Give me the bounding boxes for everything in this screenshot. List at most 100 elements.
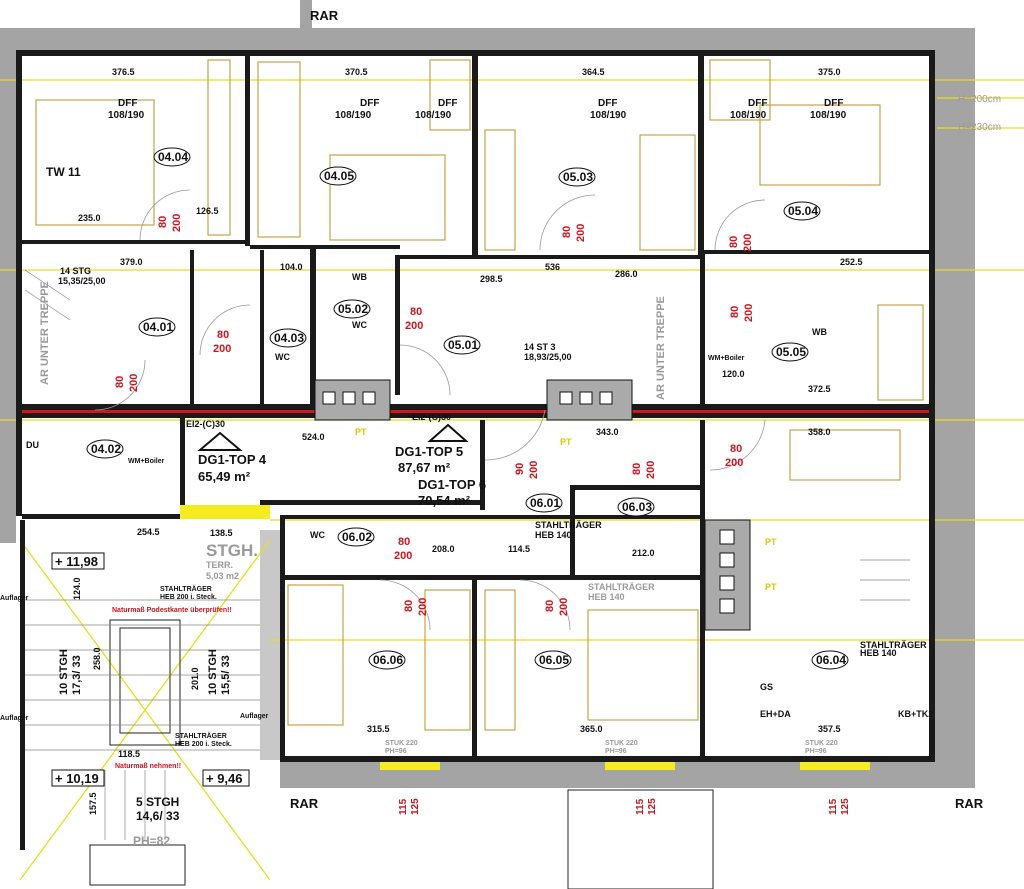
svg-text:80: 80 — [544, 600, 556, 612]
svg-text:WC: WC — [310, 530, 325, 540]
svg-text:HEB 200 i. Steck.: HEB 200 i. Steck. — [160, 594, 217, 601]
svg-text:200: 200 — [743, 304, 755, 322]
existing-walls — [0, 0, 975, 788]
rar-label-top: RAR — [310, 8, 339, 23]
svg-text:PH=96: PH=96 — [805, 748, 827, 755]
room-05-02: 05.02 — [333, 299, 371, 319]
svg-text:DFF: DFF — [824, 98, 843, 109]
svg-text:80: 80 — [410, 306, 422, 318]
svg-text:HEB 140: HEB 140 — [535, 530, 572, 540]
svg-text:126.5: 126.5 — [196, 206, 219, 216]
svg-text:120.0: 120.0 — [722, 369, 745, 379]
svg-text:208.0: 208.0 — [432, 544, 455, 554]
svg-text:TW 11: TW 11 — [46, 165, 81, 179]
svg-text:STUK 220: STUK 220 — [805, 740, 838, 747]
svg-text:05.04: 05.04 — [788, 204, 818, 218]
svg-text:200: 200 — [575, 224, 587, 242]
unit-name-top4: DG1-TOP 4 — [198, 452, 267, 467]
svg-text:80: 80 — [728, 236, 740, 248]
room-04-05: 04.05 — [319, 166, 357, 186]
svg-text:124.0: 124.0 — [72, 577, 82, 600]
room-06-05: 06.05 — [534, 650, 572, 670]
svg-text:200: 200 — [417, 598, 429, 616]
svg-text:04.02: 04.02 — [91, 442, 121, 456]
svg-text:80: 80 — [217, 329, 229, 341]
svg-text:104.0: 104.0 — [280, 262, 303, 272]
svg-text:125: 125 — [840, 798, 851, 815]
svg-text:258.0: 258.0 — [92, 647, 102, 670]
svg-text:WB: WB — [352, 272, 367, 282]
svg-text:254.5: 254.5 — [137, 527, 160, 537]
svg-text:14 STG: 14 STG — [60, 266, 91, 276]
shafts — [314, 379, 751, 631]
svg-text:STAHLTRÄGER: STAHLTRÄGER — [588, 582, 655, 592]
window-sills — [380, 762, 870, 770]
svg-text:138.5: 138.5 — [210, 528, 233, 538]
svg-text:EI2-(C)30: EI2-(C)30 — [186, 419, 225, 429]
svg-text:80: 80 — [730, 443, 742, 455]
svg-text:Naturmaß nehmen!!: Naturmaß nehmen!! — [115, 763, 181, 770]
svg-text:15,5/ 33: 15,5/ 33 — [220, 655, 232, 695]
svg-text:286.0: 286.0 — [615, 269, 638, 279]
svg-text:STAHLTRÄGER: STAHLTRÄGER — [860, 640, 927, 650]
svg-text:PT: PT — [355, 427, 367, 437]
furniture — [35, 59, 924, 889]
svg-text:108/190: 108/190 — [810, 110, 847, 121]
svg-text:DFF: DFF — [438, 98, 457, 109]
svg-text:115: 115 — [398, 798, 409, 815]
unit-area-top4: 65,49 m² — [198, 469, 251, 484]
room-04-02: 04.02 — [86, 439, 124, 459]
svg-text:14 ST 3: 14 ST 3 — [524, 342, 556, 352]
svg-text:04.04: 04.04 — [158, 150, 188, 164]
room-06-06: 06.06 — [368, 650, 406, 670]
svg-text:PH=96: PH=96 — [385, 748, 407, 755]
walls — [16, 50, 935, 850]
svg-text:EI2-(C)30: EI2-(C)30 — [412, 412, 451, 422]
svg-text:KB+TK2: KB+TK2 — [898, 709, 933, 719]
svg-text:524.0: 524.0 — [302, 432, 325, 442]
svg-text:200: 200 — [645, 461, 657, 479]
svg-text:118.5: 118.5 — [118, 749, 140, 759]
svg-text:Naturmaß Podestkante überprüfe: Naturmaß Podestkante überprüfen!! — [112, 607, 232, 614]
svg-text:STGH.: STGH. — [206, 541, 258, 560]
svg-text:AR UNTER TREPPE: AR UNTER TREPPE — [655, 296, 667, 400]
svg-text:80: 80 — [561, 226, 573, 238]
svg-text:PH=82: PH=82 — [133, 834, 170, 848]
unit-name-top5: DG1-TOP 5 — [395, 444, 463, 459]
rar-label-bottom-left: RAR — [290, 796, 319, 811]
doors — [94, 189, 766, 631]
svg-text:343.0: 343.0 — [596, 427, 619, 437]
room-labels: 04.04 04.05 05.03 05.04 04.01 04.03 05.0… — [86, 147, 849, 670]
svg-text:10 STGH: 10 STGH — [207, 649, 219, 695]
svg-text:TERR.: TERR. — [206, 560, 233, 570]
svg-text:114.5: 114.5 — [508, 544, 530, 554]
svg-text:DFF: DFF — [118, 98, 137, 109]
svg-text:200: 200 — [528, 461, 540, 479]
elevation-1019: + 10,19 — [55, 771, 99, 786]
svg-text:EH+DA: EH+DA — [760, 709, 791, 719]
svg-text:05.01: 05.01 — [448, 338, 478, 352]
svg-text:DFF: DFF — [748, 98, 767, 109]
svg-text:04.01: 04.01 — [143, 320, 173, 334]
svg-text:201.0: 201.0 — [190, 667, 200, 690]
svg-text:200: 200 — [558, 598, 570, 616]
svg-text:DU: DU — [26, 440, 39, 450]
terrace-edge — [180, 505, 270, 519]
svg-text:WB: WB — [812, 327, 827, 337]
room-05-04: 05.04 — [783, 201, 821, 221]
svg-text:AR UNTER TREPPE: AR UNTER TREPPE — [39, 281, 51, 385]
svg-text:HEB 140: HEB 140 — [588, 592, 625, 602]
svg-text:PT: PT — [560, 437, 572, 447]
svg-text:80: 80 — [631, 463, 643, 475]
svg-text:04.05: 04.05 — [324, 169, 354, 183]
elevation-946: + 9,46 — [206, 771, 243, 786]
svg-text:108/190: 108/190 — [730, 110, 767, 121]
svg-text:108/190: 108/190 — [590, 110, 627, 121]
svg-text:200: 200 — [213, 343, 231, 355]
svg-text:06.03: 06.03 — [622, 500, 652, 514]
svg-text:80: 80 — [114, 376, 126, 388]
svg-text:06.01: 06.01 — [530, 496, 560, 510]
